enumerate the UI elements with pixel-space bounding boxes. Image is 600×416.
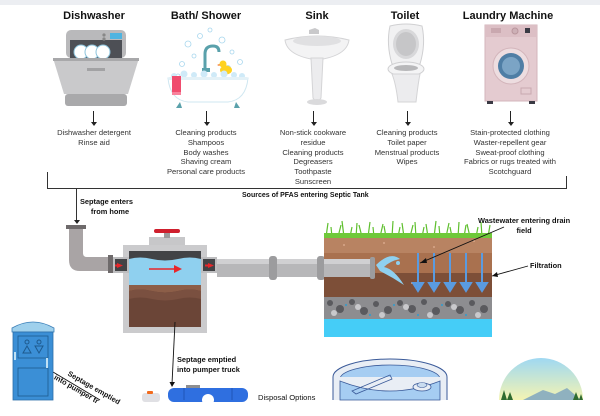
- source-title-dishwasher: Dishwasher: [63, 10, 125, 22]
- wastewater-pointer: [419, 226, 505, 264]
- sludge-pointer-head: [169, 382, 175, 387]
- connector-bath: [206, 111, 207, 123]
- arrow-laundry: [507, 122, 514, 126]
- drain-field-pointers: [52, 226, 529, 401]
- landscape-icon: [499, 358, 583, 400]
- list-item: Waster-repellent gear: [473, 137, 547, 147]
- sink-icon: [284, 28, 350, 105]
- septage-enters-arrow: [73, 220, 80, 224]
- label-line: Septage enters: [80, 197, 133, 206]
- list-item: Cleaning products: [376, 128, 438, 137]
- arrow-sink: [310, 122, 317, 126]
- source-title-sink: Sink: [305, 10, 329, 22]
- list-item: residue: [300, 137, 326, 147]
- list-item: Scotchguard: [488, 167, 532, 177]
- treatment-clarifier-icon: [332, 358, 448, 401]
- list-item: Dishwasher detergent: [57, 128, 131, 137]
- connector-toilet: [407, 111, 408, 123]
- bathtub-icon: [167, 27, 249, 108]
- list-item: Rinse aid: [78, 137, 110, 147]
- list-item: Shaving cream: [180, 157, 232, 167]
- list-item: Sweat-proof clothing: [475, 147, 545, 157]
- septage-enters-line: [76, 189, 77, 221]
- top-strip: [0, 0, 600, 5]
- bracket-base: [47, 188, 567, 189]
- list-item: Cleaning products: [282, 147, 344, 157]
- source-list-sink: Non-stick cookware residue Cleaning prod…: [280, 128, 346, 187]
- source-list-laundry: Stain-protected clothing Waster-repellen…: [464, 128, 556, 177]
- sludge-pointer: [171, 321, 176, 385]
- label-line: into pumper truck: [177, 365, 240, 374]
- list-item: Degreasers: [293, 157, 333, 167]
- bracket-left-tick: [47, 172, 48, 188]
- source-list-toilet: Cleaning products Toilet paper Menstrual…: [375, 128, 440, 167]
- list-item: Non-stick cookware: [279, 128, 347, 137]
- label-line: from home: [90, 207, 130, 216]
- connector-sink: [313, 111, 314, 123]
- filtration-label: Filtration: [530, 261, 562, 270]
- wastewater-pointer-head: [420, 258, 427, 263]
- dishwasher-icon: [53, 30, 139, 106]
- washing-machine-icon: [484, 24, 538, 104]
- source-list-bath: Cleaning products Shampoos Body washes S…: [167, 128, 245, 177]
- connector-dishwasher: [93, 111, 94, 123]
- porta-potty-pointer: [52, 371, 101, 401]
- septic-tank: [66, 225, 217, 333]
- connector-laundry: [510, 111, 511, 123]
- drain-field: [324, 220, 492, 337]
- arrow-dishwasher: [90, 122, 97, 126]
- list-item: Toilet paper: [387, 137, 427, 147]
- filtration-pointer: [491, 265, 529, 277]
- arrow-bath: [203, 122, 210, 126]
- porta-potty-icon: [11, 321, 55, 401]
- list-item: Sunscreen: [294, 176, 332, 186]
- label-line: Septage emptied: [177, 355, 237, 364]
- septage-pumper-label: Septage emptied into pumper truck: [177, 355, 240, 375]
- list-item: Shampoos: [187, 137, 225, 147]
- source-list-dishwasher: Dishwasher detergent Rinse aid: [57, 128, 131, 148]
- label-line: field: [516, 226, 532, 235]
- list-item: Menstrual products: [374, 147, 440, 157]
- septage-enters-label: Septage enters from home: [80, 197, 133, 217]
- label-line: Wastewater entering drain: [478, 216, 571, 225]
- list-item: Fabrics or rugs treated with: [463, 157, 557, 167]
- sources-pfas-label: Sources of PFAS entering Septic Tank: [242, 192, 369, 199]
- list-item: Personal care products: [166, 167, 246, 177]
- list-item: Wipes: [396, 157, 418, 167]
- arrow-toilet: [404, 122, 411, 126]
- list-item: Toothpaste: [294, 167, 332, 177]
- toilet-icon: [387, 23, 425, 103]
- pumper-truck-icon: [142, 385, 248, 406]
- list-item: Cleaning products: [175, 128, 237, 137]
- wastewater-label: Wastewater entering drain field: [478, 216, 570, 236]
- source-title-bath-shower: Bath/ Shower: [170, 10, 242, 22]
- list-item: Body washes: [183, 147, 229, 157]
- list-item: Stain-protected clothing: [470, 128, 550, 137]
- filtration-pointer-head: [492, 272, 498, 277]
- bracket-right-tick: [566, 176, 567, 188]
- source-title-laundry: Laundry Machine: [462, 10, 554, 22]
- disposal-options-label: Disposal Options: [258, 393, 316, 402]
- source-title-toilet: Toilet: [390, 10, 420, 22]
